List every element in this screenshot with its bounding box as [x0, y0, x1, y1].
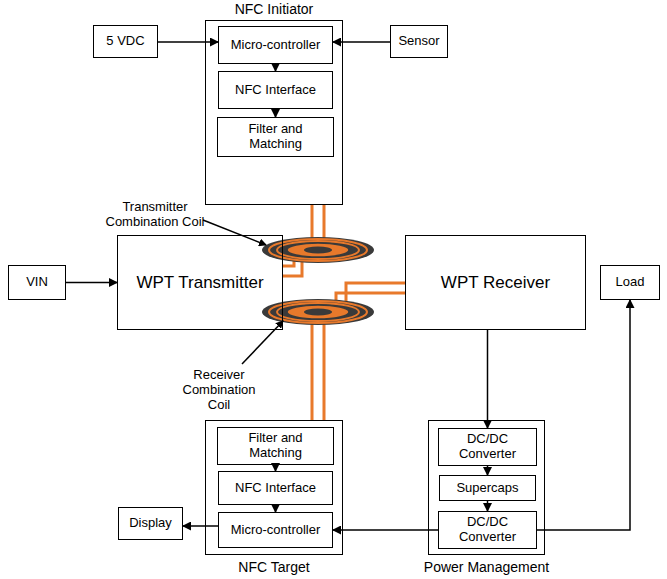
box-label: Display: [126, 516, 175, 531]
process-box: NFC Interface: [218, 471, 333, 505]
process-box: Filter and Matching: [217, 427, 334, 465]
wpt-block: WPT Receiver: [405, 235, 586, 330]
box-label: 5 VDC: [103, 34, 147, 49]
process-box: Filter and Matching: [217, 117, 334, 157]
flow-arrow: [275, 505, 277, 512]
process-box: 5 VDC: [93, 25, 158, 58]
flow-arrow: [183, 525, 218, 527]
box-label: WPT Transmitter: [133, 273, 266, 293]
leader-line: [203, 220, 266, 245]
flow-arrow: [487, 501, 489, 511]
box-label: NFC Interface: [232, 83, 319, 98]
flow-arrow: [275, 109, 277, 117]
group-heading: Power Management: [424, 559, 549, 575]
callout-label: Receiver Combination Coil: [178, 368, 260, 413]
flow-arrow: [158, 41, 218, 43]
box-label: DC/DC Converter: [439, 515, 536, 545]
group-box: NFC TargetFilter and MatchingNFC Interfa…: [205, 420, 343, 555]
process-box: Load: [600, 265, 660, 300]
box-label: VIN: [23, 275, 51, 290]
flow-arrow: [66, 282, 117, 284]
process-box: VIN: [8, 265, 66, 300]
flow-arrow: [333, 529, 438, 531]
wpt-block: WPT Transmitter: [117, 235, 283, 330]
box-label: Micro-controller: [228, 38, 324, 53]
process-box: Micro-controller: [218, 26, 333, 64]
receiver-coil: [262, 299, 374, 325]
box-label: Sensor: [395, 34, 442, 49]
transmitter-coil: [262, 237, 374, 263]
box-label: NFC Interface: [232, 481, 319, 496]
group-box: Power ManagementDC/DC ConverterSupercaps…: [428, 420, 545, 555]
flow-arrow: [537, 300, 630, 530]
initiator-wire: [312, 205, 324, 240]
process-box: Micro-controller: [218, 512, 333, 548]
process-box: Sensor: [390, 25, 448, 58]
flow-arrow: [275, 64, 277, 71]
group-heading: NFC Target: [238, 559, 309, 575]
target-wire: [312, 322, 324, 420]
process-box: Display: [118, 507, 183, 540]
box-label: Micro-controller: [228, 523, 324, 538]
flow-arrow: [487, 466, 489, 475]
process-box: NFC Interface: [218, 71, 333, 109]
box-label: DC/DC Converter: [439, 432, 536, 462]
group-heading: NFC Initiator: [235, 1, 314, 17]
box-label: Supercaps: [453, 481, 521, 496]
leader-line: [242, 321, 283, 364]
flow-arrow: [333, 41, 390, 43]
box-label: Load: [613, 275, 648, 290]
box-label: WPT Receiver: [438, 273, 553, 293]
callout-label: Transmitter Combination Coil: [105, 200, 205, 230]
process-box: Supercaps: [439, 475, 536, 501]
group-box: NFC InitiatorMicro-controllerNFC Interfa…: [205, 20, 343, 205]
process-box: DC/DC Converter: [438, 428, 537, 466]
flow-arrow: [487, 330, 489, 428]
box-label: Filter and Matching: [218, 431, 333, 461]
box-label: Filter and Matching: [218, 122, 333, 152]
process-box: DC/DC Converter: [438, 511, 537, 549]
